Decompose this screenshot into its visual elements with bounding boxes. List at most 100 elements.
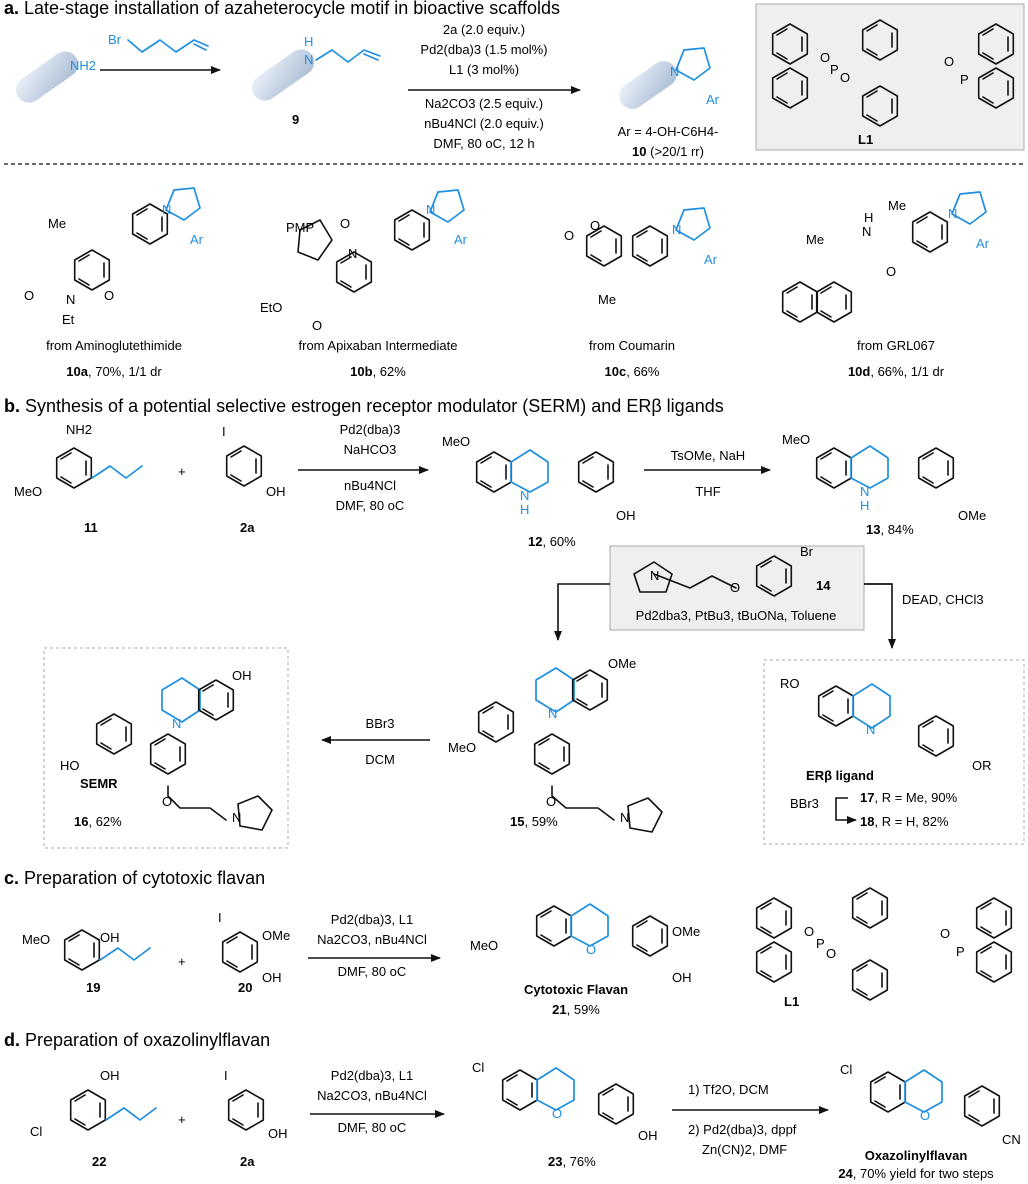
svg-text:OH: OH [672, 970, 692, 985]
svg-text:OH: OH [638, 1128, 658, 1143]
oxazolinylflavan-name: Oxazolinylflavan [865, 1148, 968, 1163]
cmpd-22-label: 22 [92, 1154, 106, 1169]
svg-text:O: O [546, 794, 556, 809]
svg-text:OH: OH [100, 1068, 120, 1083]
butenyl-bromide: Br [108, 32, 209, 53]
semr-label: SEMR [80, 776, 118, 791]
svg-text:Br: Br [800, 544, 814, 559]
svg-text:DMF, 80 oC: DMF, 80 oC [338, 1120, 407, 1135]
cmpd-2a-structure-d: I OH [224, 1068, 288, 1141]
cmpd-21-label: 21, 59% [552, 1002, 600, 1017]
conditions-b2: TsOMe, NaH THF [671, 448, 745, 499]
svg-text:N: N [860, 484, 869, 499]
example-10a-result: 10a, 70%, 1/1 dr [66, 364, 162, 379]
reagent-14-structure: N O Br 14 [633, 544, 831, 597]
cmpd-13-label: 13, 84% [866, 522, 914, 537]
svg-text:O: O [340, 216, 350, 231]
svg-text:N: N [650, 568, 659, 583]
conditions-b5: BBr3 DCM [365, 716, 395, 767]
svg-text:OH: OH [268, 1126, 288, 1141]
cmpd-16-label: 16, 62% [74, 814, 122, 829]
example-10c-structure: O O Me N Ar [564, 207, 718, 307]
svg-text:Br: Br [108, 32, 122, 47]
svg-text:2) Pd2(dba)3, dppf: 2) Pd2(dba)3, dppf [688, 1122, 797, 1137]
nh2-label: NH2 [70, 58, 96, 73]
svg-text:N: N [862, 224, 871, 239]
conditions-b4: DEAD, CHCl3 [902, 592, 984, 607]
example-10d-result: 10d, 66%, 1/1 dr [848, 364, 945, 379]
svg-text:EtO: EtO [260, 300, 282, 315]
svg-text:I: I [224, 1068, 228, 1083]
svg-text:O: O [104, 288, 114, 303]
cmpd-19-label: 19 [86, 980, 100, 995]
cmpd-22-structure: OH Cl [30, 1068, 157, 1139]
cmpd-2a-label-b: 2a [240, 520, 255, 535]
example-10c-source: from Coumarin [589, 338, 675, 353]
svg-text:Cl: Cl [30, 1124, 42, 1139]
svg-text:Zn(CN)2, DMF: Zn(CN)2, DMF [702, 1142, 787, 1157]
cmpd-20-structure: I OMe OH [218, 910, 290, 985]
arrow-b4 [864, 583, 896, 649]
substrate-pill-icon [15, 51, 79, 103]
cmpd-24-structure: Cl O CN [840, 1062, 1021, 1147]
svg-text:O: O [940, 926, 950, 941]
cmpd-20-label: 20 [238, 980, 252, 995]
svg-text:H: H [520, 502, 529, 517]
svg-text:Pd2(dba)3, L1: Pd2(dba)3, L1 [331, 1068, 413, 1083]
svg-text:DMF, 80 oC: DMF, 80 oC [338, 964, 407, 979]
cmpd-2a-structure-b: I OH [222, 424, 286, 499]
plus-b: + [178, 464, 186, 479]
substrate-pill-icon-2 [251, 49, 315, 101]
svg-text:O: O [804, 924, 814, 939]
svg-text:OH: OH [262, 970, 282, 985]
svg-text:MeO: MeO [22, 932, 50, 947]
ligand-l1-label-c: L1 [784, 994, 799, 1009]
cmpd-12-structure: MeO N H OH [442, 434, 636, 523]
conditions-b3: Pd2dba3, PtBu3, tBuONa, Toluene [636, 608, 837, 623]
prod10-label: 10 (>20/1 rr) [632, 144, 704, 159]
svg-text:OMe: OMe [608, 656, 636, 671]
arrow-b6 [835, 797, 857, 824]
svg-text:O: O [826, 946, 836, 961]
svg-text:N: N [426, 202, 435, 217]
svg-text:14: 14 [816, 578, 831, 593]
cmpd-13-structure: MeO N H OMe [782, 432, 986, 523]
svg-text:CN: CN [1002, 1132, 1021, 1147]
conditions-a: 2a (2.0 equiv.) Pd2(dba)3 (1.5 mol%) L1 … [420, 22, 547, 151]
svg-text:N: N [348, 246, 357, 261]
svg-text:N: N [172, 716, 181, 731]
cmpd-19-structure: MeO OH [22, 929, 151, 971]
svg-text:TsOMe, NaH: TsOMe, NaH [671, 448, 745, 463]
svg-text:Ar: Ar [704, 252, 718, 267]
svg-text:O: O [820, 50, 830, 65]
amine-h: H [304, 34, 313, 49]
svg-text:Pd2(dba)3 (1.5 mol%): Pd2(dba)3 (1.5 mol%) [420, 42, 547, 57]
cmpd-15-label: 15, 59% [510, 814, 558, 829]
svg-text:BBr3: BBr3 [366, 716, 395, 731]
svg-text:I: I [222, 424, 226, 439]
conditions-d1: Pd2(dba)3, L1 Na2CO3, nBu4NCl DMF, 80 oC [317, 1068, 427, 1135]
svg-text:Ar: Ar [454, 232, 468, 247]
svg-text:OMe: OMe [958, 508, 986, 523]
example-10c-result: 10c, 66% [605, 364, 660, 379]
svg-text:OMe: OMe [672, 924, 700, 939]
prod-ar: Ar [706, 92, 720, 107]
svg-text:N: N [66, 292, 75, 307]
cmpd-9-label: 9 [292, 112, 299, 127]
svg-text:Me: Me [806, 232, 824, 247]
svg-text:P: P [960, 72, 969, 87]
svg-text:H: H [864, 210, 873, 225]
svg-text:Na2CO3, nBu4NCl: Na2CO3, nBu4NCl [317, 932, 427, 947]
example-10a-structure: Me O O N Et N Ar [24, 187, 204, 327]
svg-text:Na2CO3, nBu4NCl: Na2CO3, nBu4NCl [317, 1088, 427, 1103]
svg-text:O: O [24, 288, 34, 303]
svg-text:Ar: Ar [976, 236, 990, 251]
svg-text:MeO: MeO [442, 434, 470, 449]
conditions-c: Pd2(dba)3, L1 Na2CO3, nBu4NCl DMF, 80 oC [317, 912, 427, 979]
svg-text:L1 (3 mol%): L1 (3 mol%) [449, 62, 519, 77]
ligand-l1-label-a: L1 [858, 132, 873, 147]
svg-text:DMF, 80 oC: DMF, 80 oC [336, 498, 405, 513]
svg-text:N: N [520, 488, 529, 503]
erb-label: ERβ ligand [806, 768, 874, 783]
section-a-title: a. Late-stage installation of azaheteroc… [4, 0, 560, 18]
